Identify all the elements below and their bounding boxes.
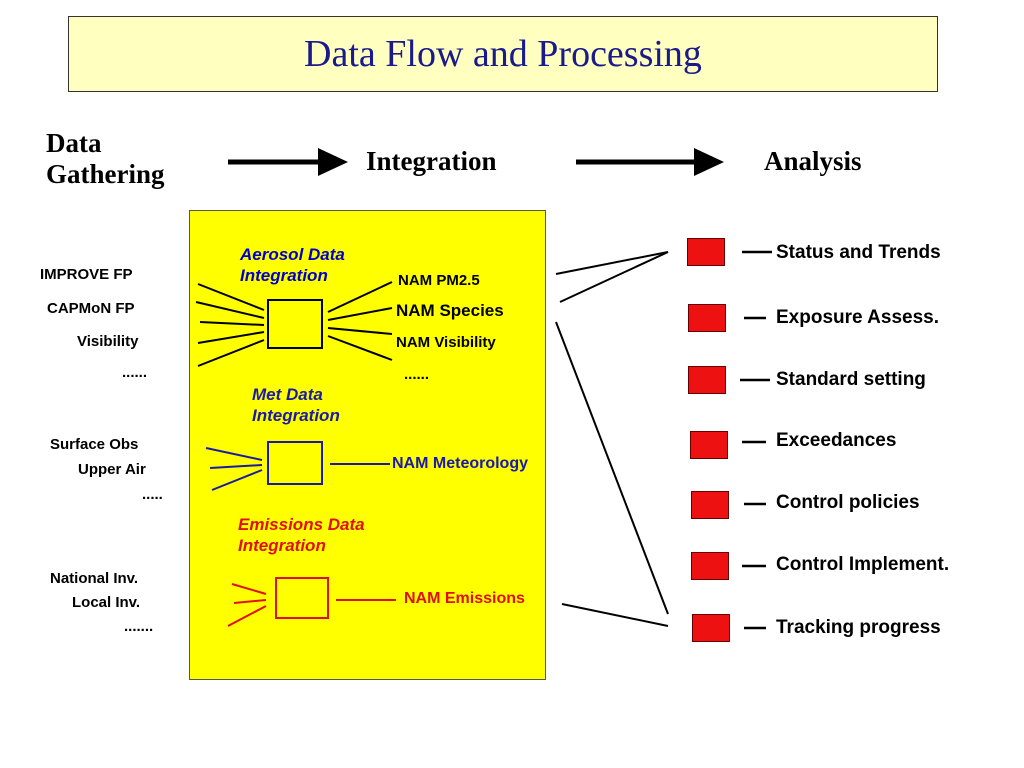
aerosol-source-capmon: CAPMoN FP xyxy=(47,300,135,317)
stage-data-gathering-line1: Data xyxy=(46,128,102,158)
stage-analysis: Analysis xyxy=(764,146,862,176)
analysis-item-standard: Standard setting xyxy=(776,369,926,390)
met-source-surface-obs: Surface Obs xyxy=(50,436,139,453)
stage-integration: Integration xyxy=(366,146,497,176)
aerosol-source-improve: IMPROVE FP xyxy=(40,266,133,283)
connector-lines xyxy=(555,251,669,627)
emissions-integration-box xyxy=(275,577,329,619)
aerosol-heading-line2: Integration xyxy=(240,266,328,285)
aerosol-heading: Aerosol Data Integration xyxy=(240,244,345,286)
aerosol-integration-box xyxy=(267,299,323,349)
emissions-source-ellipsis: ....... xyxy=(124,618,154,635)
emissions-output: NAM Emissions xyxy=(404,590,525,607)
title-box: Data Flow and Processing xyxy=(68,16,938,92)
met-output-meteorology: NAM Meteorology xyxy=(392,455,528,472)
analysis-box-status xyxy=(687,238,725,266)
analysis-item-exceedances: Exceedances xyxy=(776,430,897,451)
emissions-input-lines xyxy=(227,583,267,627)
met-input-lines xyxy=(205,447,263,491)
emissions-source-local: Local Inv. xyxy=(72,594,141,611)
met-source-ellipsis: ..... xyxy=(142,486,163,503)
analysis-box-tracking xyxy=(692,614,730,642)
stage-data-gathering-line2: Gathering xyxy=(46,159,165,189)
analysis-item-control-implement: Control Implement. xyxy=(776,554,950,575)
emissions-source-national: National Inv. xyxy=(50,570,139,587)
met-source-upper-air: Upper Air xyxy=(78,461,146,478)
analysis-item-control-policies: Control policies xyxy=(776,492,920,513)
met-heading-line1: Met Data xyxy=(252,385,323,404)
arrow-integration-to-analysis xyxy=(576,148,724,176)
analysis-box-exceedances xyxy=(690,431,728,459)
page-title: Data Flow and Processing xyxy=(304,33,702,75)
aerosol-input-lines xyxy=(195,283,265,367)
analysis-dashes xyxy=(740,250,772,630)
analysis-box-standard xyxy=(688,366,726,394)
emissions-heading: Emissions Data Integration xyxy=(238,514,365,556)
stage-data-gathering: Data Gathering xyxy=(46,128,165,190)
analysis-item-exposure: Exposure Assess. xyxy=(776,307,939,328)
aerosol-output-pm25: NAM PM2.5 xyxy=(398,272,480,289)
met-heading: Met Data Integration xyxy=(252,384,340,426)
aerosol-output-lines xyxy=(327,281,393,361)
analysis-item-status: Status and Trends xyxy=(776,242,941,263)
aerosol-source-visibility: Visibility xyxy=(77,333,139,350)
arrow-gathering-to-integration xyxy=(228,148,348,176)
met-integration-box xyxy=(267,441,323,485)
aerosol-output-species: NAM Species xyxy=(396,301,504,320)
analysis-box-exposure xyxy=(688,304,726,332)
analysis-box-control-policies xyxy=(691,491,729,519)
analysis-box-control-implement xyxy=(691,552,729,580)
aerosol-heading-line1: Aerosol Data xyxy=(240,245,345,264)
aerosol-output-visibility: NAM Visibility xyxy=(396,334,496,351)
analysis-item-tracking: Tracking progress xyxy=(776,617,941,638)
aerosol-source-ellipsis: ...... xyxy=(122,364,148,381)
aerosol-output-ellipsis: ...... xyxy=(404,366,430,383)
met-heading-line2: Integration xyxy=(252,406,340,425)
emissions-heading-line1: Emissions Data xyxy=(238,515,365,534)
emissions-heading-line2: Integration xyxy=(238,536,326,555)
